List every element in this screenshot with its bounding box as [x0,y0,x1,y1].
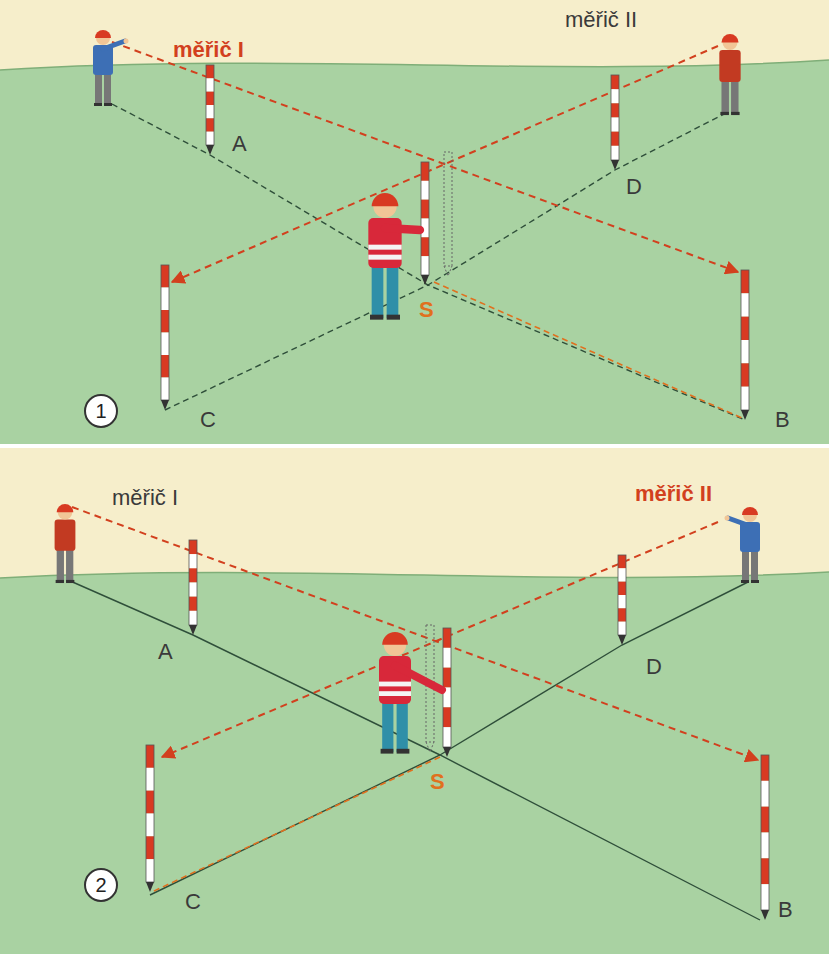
callout-number: 2 [95,875,106,895]
sight-line [172,46,718,282]
ranging-pole [761,755,769,920]
ranging-pole [161,265,169,410]
ranging-pole [611,75,619,170]
surveyor-figure [93,30,129,106]
ranging-pole [741,270,749,420]
sight-line [162,522,718,757]
ranging-pole [618,555,626,645]
sight-line [165,112,728,410]
sight-line [112,104,745,420]
sight-line [152,757,440,892]
surveyor-label: měřič II [635,482,712,506]
panel-number: 1 [84,394,118,428]
point-label: D [646,655,662,679]
callout-number: 1 [95,401,106,421]
point-label: C [200,408,216,432]
surveyor-label: měřič I [173,38,244,62]
ranging-pole [206,65,214,155]
point-label: A [158,640,173,664]
panel-ground [0,0,829,445]
surveyor-figure [55,504,76,583]
point-label: A [232,132,247,156]
ranging-pole [146,745,154,892]
ranging-pole [189,540,197,635]
point-label: S [419,298,434,322]
surveyor-figure [719,34,740,115]
point-label: S [430,770,445,794]
sight-line [112,42,738,272]
ranging-pole [421,162,429,285]
ranging-pole [444,152,452,276]
sight-line [150,582,748,895]
point-label: D [626,175,642,199]
point-label: B [778,898,793,922]
surveyor-label: měřič I [112,486,178,510]
panel-divider [0,444,829,448]
sight-line [68,580,760,920]
surveyor-figure [725,507,761,583]
sight-line [434,282,742,418]
point-label: B [775,408,790,432]
panel-ground [0,447,829,954]
surveyor-label: měřič II [565,8,637,32]
panel-number: 2 [84,868,118,902]
point-label: C [185,890,201,914]
surveyor-figure [379,632,442,754]
surveyor-figure [368,193,420,320]
sight-line [72,507,758,760]
